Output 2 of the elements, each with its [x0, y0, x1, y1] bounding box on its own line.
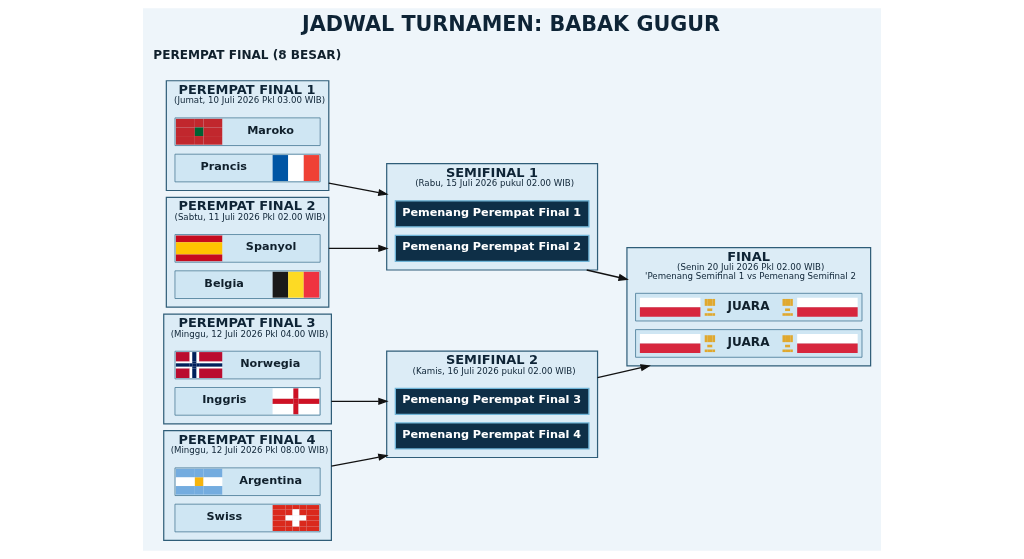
label: PEREMPAT FINAL (8 BESAR)	[153, 47, 342, 62]
diagram-title: JADWAL TURNAMEN: BABAK GUGUR	[302, 11, 721, 36]
